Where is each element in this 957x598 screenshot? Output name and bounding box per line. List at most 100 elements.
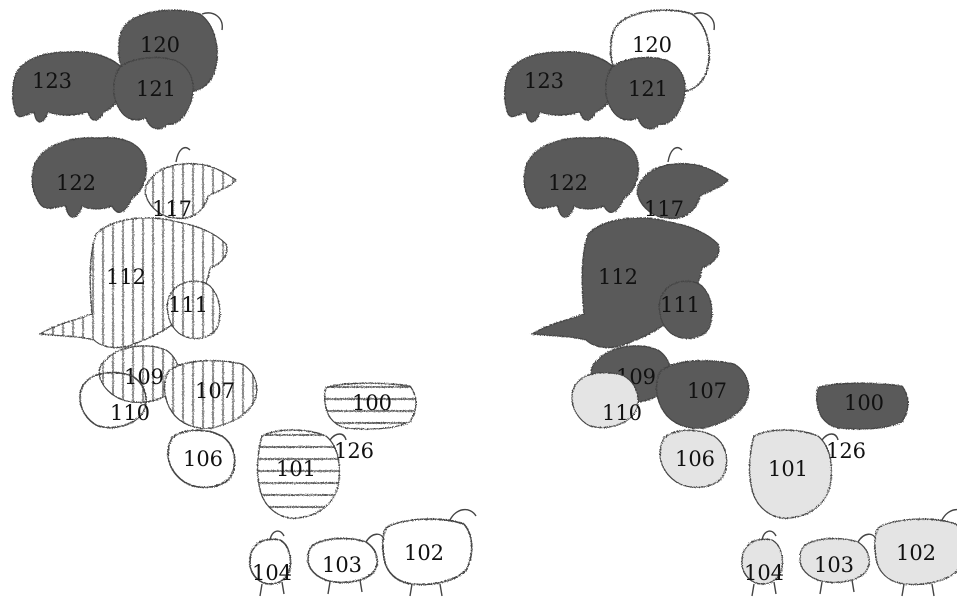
- figure-122: 122: [31, 137, 147, 218]
- figure-label-104: 104: [252, 561, 292, 585]
- figure-label-110: 110: [110, 401, 150, 425]
- figure-121: 121: [113, 57, 194, 130]
- figure-label-122: 122: [56, 171, 96, 195]
- figure-126-detail: [329, 433, 347, 441]
- figure-label-117: 117: [152, 197, 192, 221]
- figure-101-silhouette: [256, 429, 341, 519]
- figure-100: 100: [323, 382, 417, 430]
- figure-106-silhouette: [167, 429, 236, 489]
- figure-104-silhouette: [741, 538, 784, 585]
- figure-102-detail: [901, 509, 957, 597]
- figure-label-104: 104: [744, 561, 784, 585]
- figure-label-112: 112: [598, 265, 638, 289]
- figure-110: 110: [571, 372, 642, 429]
- figure-111: 111: [658, 280, 713, 340]
- figure-100: 100: [815, 382, 909, 430]
- figure-117-silhouette: [144, 163, 237, 219]
- figure-106-silhouette: [659, 429, 728, 488]
- figure-123: 123: [504, 51, 618, 123]
- figure-label-126: 126: [334, 439, 374, 463]
- figure-103-silhouette: [799, 537, 870, 584]
- figure-120-detail: [201, 12, 223, 31]
- figure-104-detail: [259, 530, 285, 597]
- figure-103: 103: [799, 533, 877, 595]
- figure-111-silhouette: [658, 280, 713, 340]
- figure-107-silhouette: [163, 360, 258, 429]
- figure-label-101: 101: [276, 457, 316, 481]
- figure-110-silhouette: [79, 371, 147, 429]
- figure-label-103: 103: [322, 553, 362, 577]
- figure-122: 122: [523, 137, 639, 218]
- figure-117-detail: [667, 146, 683, 163]
- panel-left: 120 123 121 122 117 112 111 109 110 107 100 126 106 1…: [12, 9, 477, 597]
- figure-102-silhouette: [381, 518, 473, 586]
- figure-126: 126: [821, 433, 866, 463]
- figure-104: 104: [249, 530, 292, 597]
- figure-117-silhouette: [636, 163, 729, 219]
- figure-121-silhouette: [113, 57, 194, 130]
- figure-label-122: 122: [548, 171, 588, 195]
- figure-label-107: 107: [195, 379, 235, 403]
- figure-123-silhouette: [504, 51, 618, 123]
- figure-117: 117: [144, 146, 237, 221]
- figure-122-silhouette: [523, 137, 639, 218]
- figure-101: 101: [256, 429, 341, 519]
- figure-label-120: 120: [140, 33, 180, 57]
- figure-126: 126: [329, 433, 374, 463]
- figure-123-silhouette: [12, 51, 126, 123]
- figure-107-silhouette: [655, 360, 750, 429]
- figure-103: 103: [307, 533, 385, 595]
- figure-100-silhouette: [815, 382, 909, 430]
- figure-label-101: 101: [768, 457, 808, 481]
- figure-109: 109: [98, 345, 180, 403]
- figure-103-silhouette: [307, 537, 379, 584]
- figure-121: 121: [605, 57, 686, 130]
- figure-label-123: 123: [32, 69, 72, 93]
- figure-102: 102: [381, 509, 477, 597]
- figure-110: 110: [79, 371, 150, 429]
- figure-126-detail: [821, 433, 839, 441]
- figure-label-111: 111: [168, 293, 208, 317]
- figure-123: 123: [12, 51, 126, 123]
- figure-label-109: 109: [124, 365, 164, 389]
- figure-label-121: 121: [136, 77, 176, 101]
- figure-120-detail: [693, 12, 715, 31]
- figure-121-silhouette: [605, 57, 686, 130]
- figure-100-silhouette: [323, 382, 417, 430]
- figure-label-102: 102: [404, 541, 444, 565]
- figure-102: 102: [874, 509, 957, 597]
- figure-107: 107: [655, 360, 750, 429]
- figure-label-126: 126: [826, 439, 866, 463]
- figure-111-silhouette: [166, 280, 221, 340]
- figure-110-silhouette: [571, 372, 639, 429]
- figure-109-silhouette: [98, 345, 180, 403]
- figure-101: 101: [748, 429, 833, 519]
- figure-117: 117: [636, 146, 729, 221]
- figure-label-100: 100: [844, 391, 884, 415]
- figure-label-103: 103: [814, 553, 854, 577]
- figure-106: 106: [167, 429, 236, 489]
- figure-label-110: 110: [602, 401, 642, 425]
- figure-104: 104: [741, 530, 784, 597]
- figure-104-detail: [751, 530, 777, 597]
- figure-label-120: 120: [632, 33, 672, 57]
- figure-104-silhouette: [249, 538, 292, 585]
- figure-label-111: 111: [660, 293, 700, 317]
- figure-102-silhouette: [874, 518, 957, 586]
- figure-label-121: 121: [628, 77, 668, 101]
- figure-111: 111: [166, 280, 221, 340]
- figure-label-102: 102: [896, 541, 936, 565]
- figure-106: 106: [659, 429, 728, 488]
- figure-label-112: 112: [106, 265, 146, 289]
- figure-label-106: 106: [183, 447, 223, 471]
- figure-122-silhouette: [31, 137, 147, 218]
- figure-107: 107: [163, 360, 258, 429]
- figure-101-silhouette: [748, 429, 833, 519]
- figure-label-100: 100: [352, 391, 392, 415]
- figure-117-detail: [175, 146, 191, 163]
- figure-label-106: 106: [675, 447, 715, 471]
- figure-label-117: 117: [644, 197, 684, 221]
- figure-label-107: 107: [687, 379, 727, 403]
- figure-label-123: 123: [524, 69, 564, 93]
